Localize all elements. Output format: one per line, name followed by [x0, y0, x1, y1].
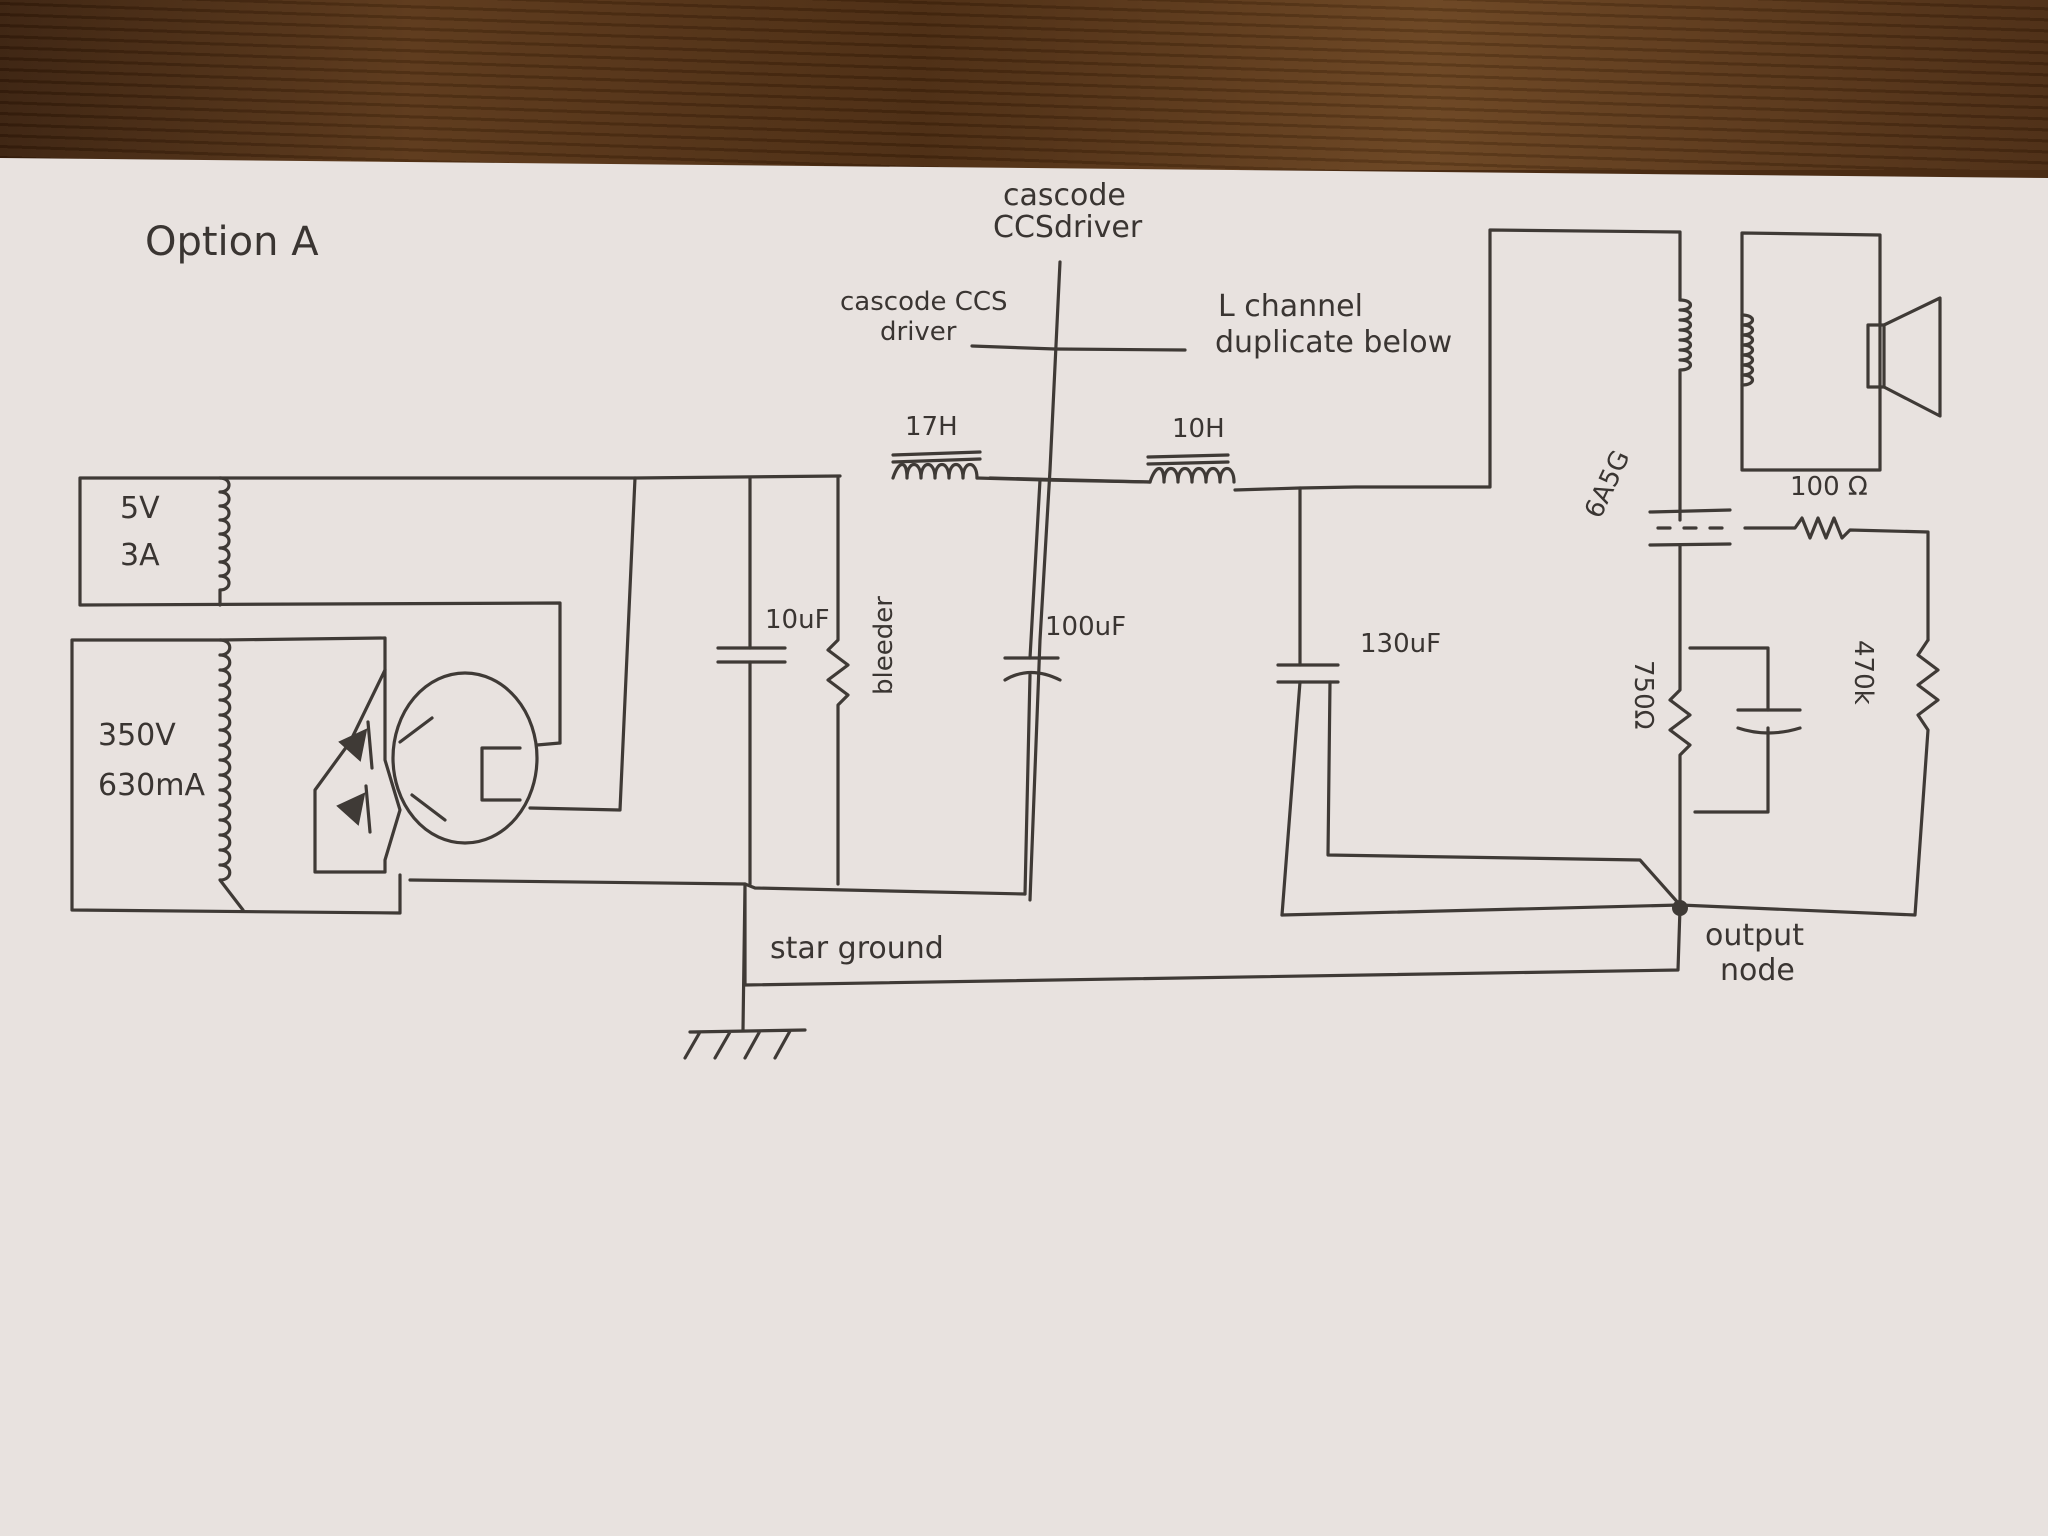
cathode-bypass-cap-wire: [1688, 646, 1770, 814]
ground-symbol-icon: [683, 1028, 807, 1060]
output-node-label-1: output: [1705, 918, 1804, 953]
speaker-icon: [1866, 296, 1942, 418]
cascode-top-label-1: cascode: [1003, 178, 1126, 213]
star-ground-wire: [741, 882, 1682, 1032]
grid-stopper-wire: [1743, 516, 1930, 642]
ot-primary-coil-icon: [1678, 298, 1693, 522]
grid-stopper-label: 100 Ω: [1790, 472, 1868, 502]
choke-17h-coil-icon: [891, 462, 979, 480]
cap-10uf-plates-icon: [716, 646, 787, 664]
paper: [0, 158, 2048, 1536]
cathode-resistor-wire: [1668, 543, 1692, 907]
cascode-left-tap-wire: [970, 344, 1057, 351]
cap-100uf-label: 100uF: [1045, 612, 1126, 642]
hv-current-label: 630mA: [98, 768, 205, 803]
choke-17h-to-node: [975, 476, 1152, 484]
grid-leak-resistor-label: 470k: [1848, 640, 1878, 705]
choke-10h-coil-icon: [1148, 466, 1236, 484]
filament-voltage-label: 5V: [120, 491, 160, 526]
choke-10h-label: 10H: [1172, 414, 1225, 444]
choke-10h-core-icon: [1146, 453, 1230, 466]
bleeder-label: bleeder: [869, 596, 899, 695]
cascode-left-label-2: driver: [880, 317, 957, 347]
grid-leak-resistor-wire: [1678, 638, 1940, 917]
cascode-top-label-2: CCSdriver: [993, 210, 1143, 245]
output-node-label-2: node: [1720, 953, 1795, 988]
hv-winding-box: [70, 636, 402, 915]
rectifier-tube-icon: [391, 671, 539, 845]
cathode-bypass-cap-plates-icon: [1736, 708, 1802, 735]
diagram-title: Option A: [145, 219, 319, 265]
cascode-left-label-1: cascode CCS: [840, 287, 1008, 317]
diode-lower-icon: [336, 784, 372, 834]
ot-secondary-wire: [1740, 231, 1882, 472]
cap-100uf-wire: [1023, 478, 1042, 896]
rectifier-tube-filament: [398, 716, 447, 822]
bleeder-resistor-wire: [826, 476, 850, 886]
filament-winding-coil: [218, 476, 231, 607]
rectifier-tube-plate: [480, 746, 522, 802]
cap-130uf-return-wire: [1280, 680, 1682, 917]
l-channel-label-1: L channel: [1218, 289, 1363, 324]
rectifier-to-filament-wire: [535, 741, 562, 747]
filament-winding-box: [78, 476, 562, 745]
cap-100uf-plates-icon: [1003, 656, 1062, 682]
cap-130uf-wire: [1280, 486, 1302, 917]
wood-desk-background: [0, 0, 2048, 170]
cathode-resistor-label: 750Ω: [1628, 660, 1658, 730]
l-channel-tap-wire: [1053, 347, 1187, 352]
l-channel-label-2: duplicate below: [1215, 325, 1452, 360]
ground-return-rail: [408, 878, 1027, 896]
ot-secondary-coil-icon: [1740, 313, 1755, 387]
cap-130uf-plates-icon: [1276, 663, 1340, 684]
tube-6a5g-cathode-icon: [1648, 542, 1732, 547]
hv-voltage-label: 350V: [98, 718, 176, 753]
choke-17h-label: 17H: [905, 412, 958, 442]
rectifier-output-wire: [528, 476, 637, 812]
cascode-feed-wire: [1028, 260, 1062, 902]
cap-130uf-label: 130uF: [1360, 629, 1441, 659]
choke-17h-core-icon: [891, 450, 982, 464]
tube-6a5g-plate-icon: [1648, 508, 1732, 514]
hv-winding-coil: [218, 638, 245, 912]
filament-current-label: 3A: [120, 538, 160, 573]
star-ground-label: star ground: [770, 931, 944, 966]
cap-10uf-label: 10uF: [765, 605, 830, 635]
rectifier-bridge-wire: [313, 668, 402, 874]
diode-upper-icon: [338, 720, 374, 770]
